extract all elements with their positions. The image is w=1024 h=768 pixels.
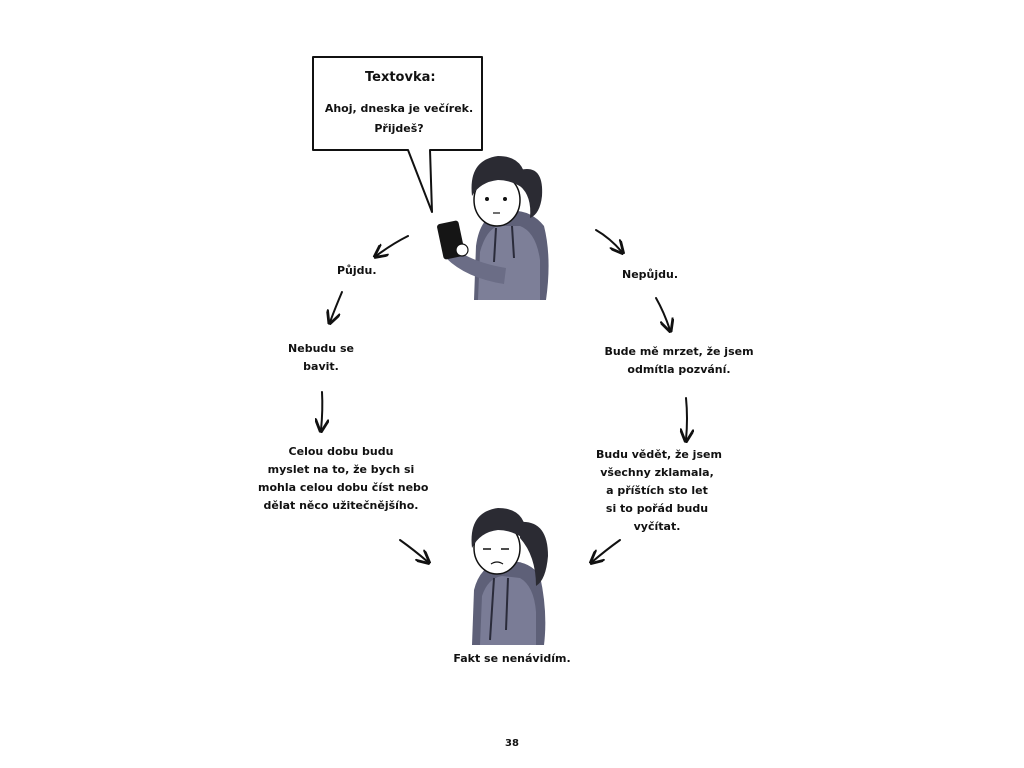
arrow-to-nepujdu <box>595 229 622 252</box>
right-step-3-line: všechny zklamala, <box>600 466 714 479</box>
right-step-2-line: odmítla pozvání. <box>627 363 731 376</box>
arrow-left-1 <box>330 291 343 322</box>
sad-girl-illustration <box>471 508 548 645</box>
left-step-2-line: bavit. <box>303 360 339 373</box>
left-step-2-line: Nebudu se <box>288 342 354 355</box>
right-step-3-line: Budu vědět, že jsem <box>596 448 722 461</box>
right-step-3-line: si to pořád budu <box>605 502 709 515</box>
speech-bubble-title: Textovka: <box>365 70 436 85</box>
speech-bubble-text: Ahoj, dneska je večírek. Přijdeš? <box>318 99 480 139</box>
speech-bubble-line: Přijdeš? <box>374 122 424 135</box>
right-step-1: Nepůjdu. <box>622 268 679 281</box>
arrow-left-2 <box>321 391 322 430</box>
left-step-3-line: mohla celou dobu číst nebo <box>258 481 429 494</box>
arrow-left-3 <box>399 539 428 562</box>
page-number: 38 <box>505 738 519 749</box>
right-step-3-line: a příštích sto let <box>606 484 708 497</box>
left-step-3-line: dělat něco užitečnějšího. <box>263 499 419 512</box>
left-step-3-line: Celou dobu budu <box>288 445 394 458</box>
left-step-3-line: myslet na to, že bych si <box>267 463 415 476</box>
conclusion-text: Fakt se nenávidím. <box>453 652 571 665</box>
arrow-right-3 <box>592 539 621 562</box>
girl-with-phone-illustration <box>437 156 549 300</box>
speech-bubble <box>312 56 483 213</box>
arrow-to-pujdu <box>376 235 409 256</box>
left-step-1: Půjdu. <box>337 264 377 277</box>
speech-bubble-line: Ahoj, dneska je večírek. <box>324 102 474 115</box>
arrow-right-2 <box>686 397 687 440</box>
arrow-right-1 <box>655 297 670 330</box>
right-step-2: Bude mě mrzet, že jsem odmítla pozvání. <box>604 343 754 379</box>
right-step-3: Budu vědět, že jsem všechny zklamala, a … <box>596 446 722 536</box>
right-step-3-line: vyčítat. <box>633 520 681 533</box>
left-step-2: Nebudu se bavit. <box>286 340 356 376</box>
left-step-3: Celou dobu budu myslet na to, že bych si… <box>258 443 429 515</box>
right-step-2-line: Bude mě mrzet, že jsem <box>604 345 754 358</box>
